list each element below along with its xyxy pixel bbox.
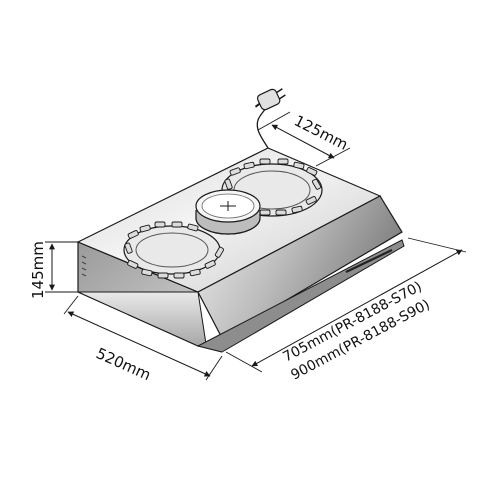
power-cord [256,103,269,149]
side-vents [81,255,87,277]
power-plug-icon [254,88,286,111]
vent-slots-left [124,221,224,279]
label-height: 145mm [29,241,47,299]
dimension-duct [257,111,351,167]
duct-collar [195,189,261,235]
dimension-depth [63,295,223,381]
label-duct-diameter: 125mm [291,112,351,154]
label-depth: 520mm [93,344,153,384]
dimension-height [45,241,78,293]
vent-slots-right [224,158,322,216]
hood-front-lip [77,291,223,353]
dimension-width [225,237,467,373]
